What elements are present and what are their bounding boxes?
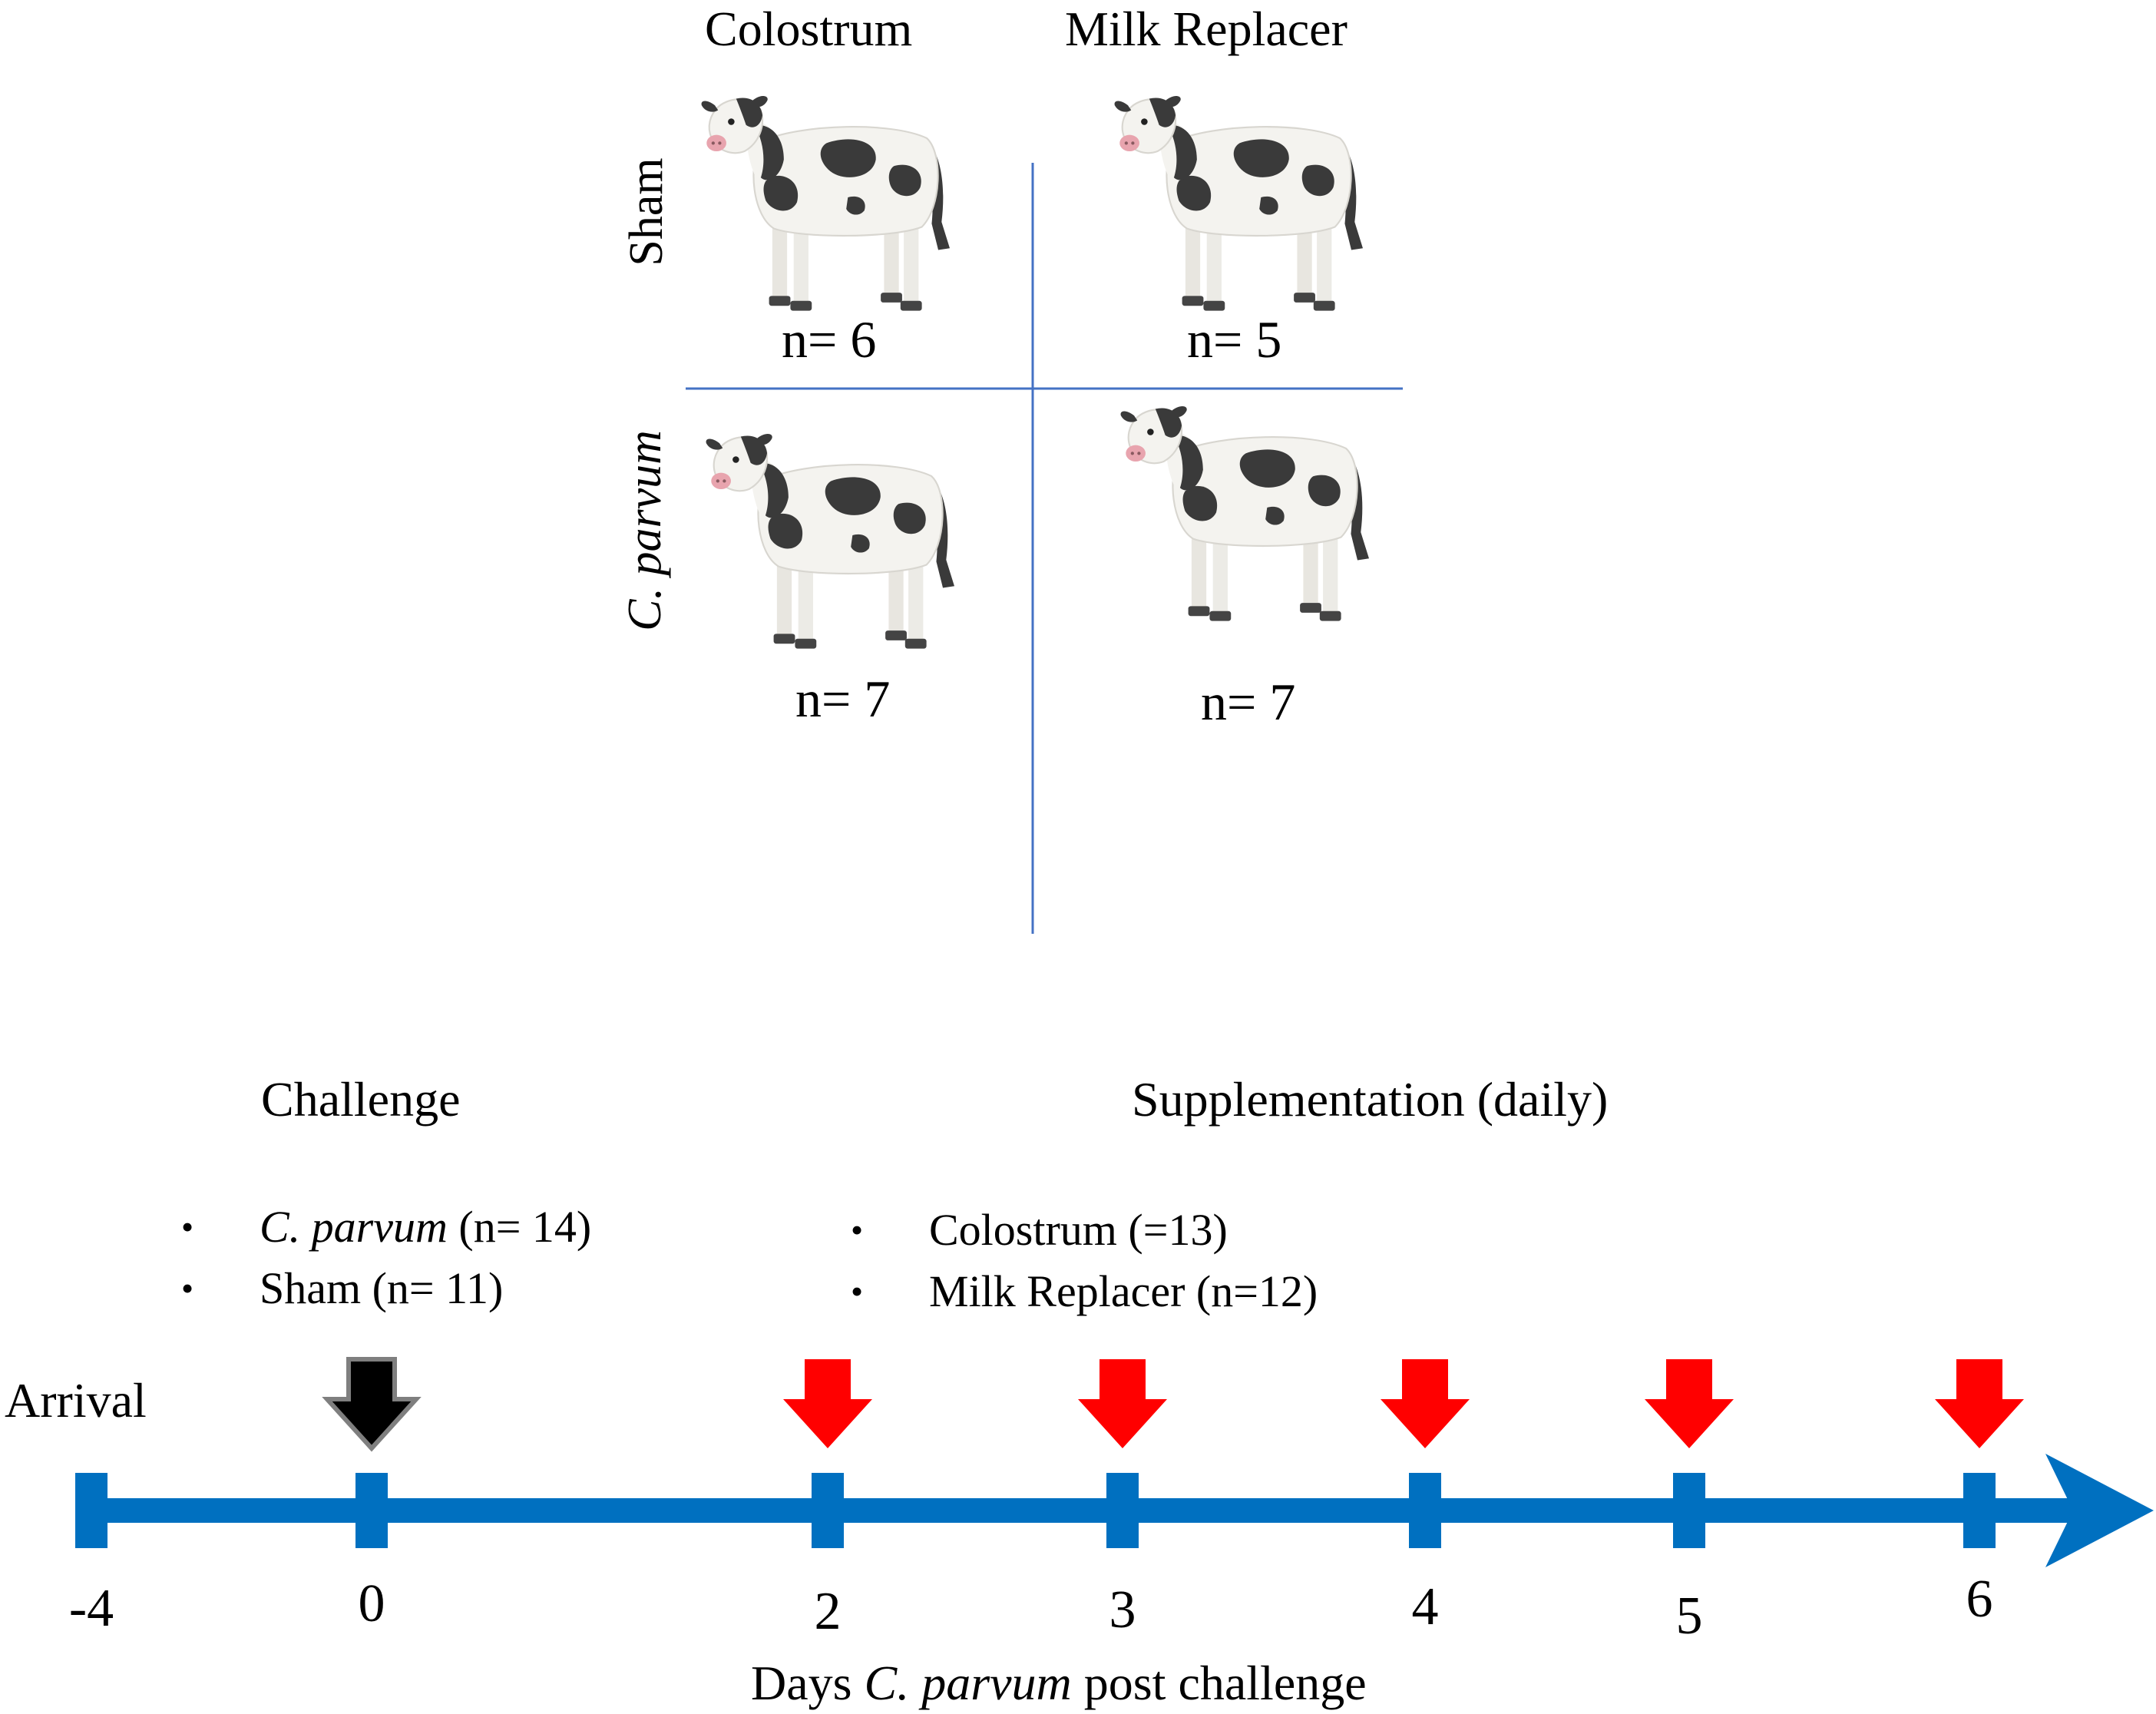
calf-icon	[705, 432, 956, 650]
column-header-colostrum: Colostrum	[705, 2, 913, 56]
tick-day--4	[75, 1473, 107, 1548]
tick-day-2	[812, 1473, 844, 1548]
tick-label-5: 5	[1675, 1587, 1703, 1646]
supplementation-title: Supplementation (daily)	[1132, 1072, 1609, 1127]
axis-label-post: post challenge	[1071, 1656, 1367, 1710]
supplementation-list: Colostrum (=13) Milk Replacer (n=12)	[851, 1199, 1318, 1322]
tick-label-3: 3	[1109, 1580, 1136, 1640]
tick-label-4: 4	[1411, 1577, 1439, 1636]
supplement-arrow-day-6	[1935, 1359, 2024, 1448]
calf-icon	[1119, 405, 1371, 622]
timeline-axis	[80, 1454, 2154, 1567]
tick-day-6	[1963, 1473, 1996, 1548]
supplement-arrow-day-3	[1078, 1359, 1167, 1448]
supplement-arrow-day-2	[783, 1359, 872, 1448]
challenge-item: C. parvum (n= 14)	[181, 1196, 591, 1258]
supplementation-item: Milk Replacer (n=12)	[851, 1261, 1318, 1322]
supplement-arrow-day-5	[1645, 1359, 1734, 1448]
tick-label-2: 2	[814, 1582, 842, 1641]
axis-label-pre: Days	[751, 1656, 865, 1710]
count-cparvum-milk-replacer: n= 7	[1201, 673, 1296, 731]
challenge-item-italic: C. parvum	[260, 1202, 448, 1252]
row-header-sham: Sham	[620, 157, 673, 266]
tick-marks	[75, 1473, 1996, 1548]
supplement-arrow-day-4	[1381, 1359, 1470, 1448]
axis-label: Days C. parvum post challenge	[751, 1659, 1367, 1708]
challenge-title: Challenge	[261, 1072, 461, 1127]
axis-arrowhead	[2045, 1454, 2154, 1567]
tick-label-0: 0	[358, 1574, 385, 1633]
count-cparvum-colostrum: n= 7	[795, 670, 891, 728]
tick-day-4	[1409, 1473, 1441, 1548]
tick-label-6: 6	[1966, 1570, 1993, 1629]
tick-day-5	[1673, 1473, 1705, 1548]
column-header-milk-replacer: Milk Replacer	[1065, 2, 1348, 56]
challenge-item-text: Sham (n= 11)	[260, 1263, 504, 1313]
supplementation-item: Colostrum (=13)	[851, 1199, 1318, 1261]
challenge-item-text: (n= 14)	[447, 1202, 592, 1252]
calf-icon	[1113, 94, 1364, 312]
challenge-list: C. parvum (n= 14) Sham (n= 11)	[181, 1196, 591, 1319]
tick-day-0	[355, 1473, 388, 1548]
axis-label-italic: C. parvum	[864, 1656, 1072, 1710]
axis-bar	[80, 1498, 2092, 1523]
count-sham-milk-replacer: n= 5	[1187, 310, 1282, 369]
challenge-item: Sham (n= 11)	[181, 1258, 591, 1319]
challenge-arrow-day-0	[322, 1357, 422, 1452]
row-header-c-parvum: C. parvum	[619, 430, 671, 631]
calf-icon	[700, 94, 951, 312]
tick-day-3	[1106, 1473, 1139, 1548]
event-arrows	[322, 1357, 2024, 1452]
tick-label--4: -4	[68, 1579, 114, 1638]
arrival-label: Arrival	[5, 1373, 147, 1428]
count-sham-colostrum: n= 6	[782, 310, 877, 369]
